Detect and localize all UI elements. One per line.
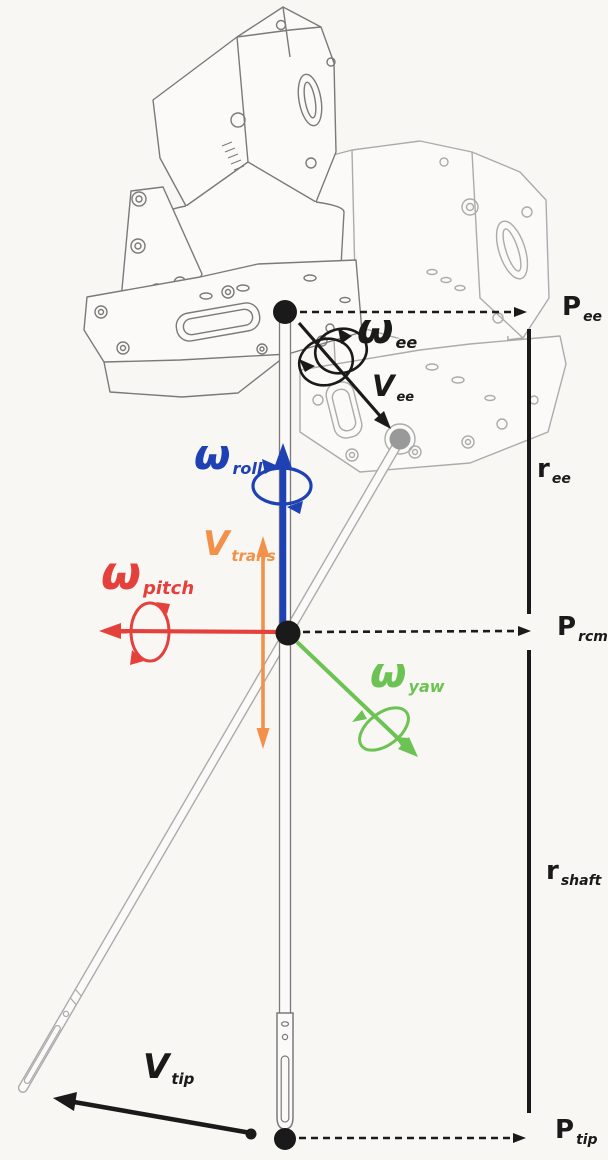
label-p-ee-main: P: [562, 292, 582, 322]
label-v-trans-main: V: [203, 524, 230, 564]
label-r-shaft-sub: shaft: [560, 872, 602, 889]
label-omega-roll-sub: roll: [232, 458, 263, 478]
rcm-point: [275, 620, 301, 646]
yaw-arrow: [295, 640, 418, 757]
label-p-tip-sub: tip: [576, 1131, 598, 1148]
p-ee-dashed-arrow: [300, 307, 527, 317]
label-r-shaft-main: r: [546, 856, 559, 886]
label-v-tip-main: V: [143, 1047, 170, 1087]
tip-velocity-arrow: [53, 1092, 257, 1140]
label-r-ee-main: r: [537, 454, 550, 484]
label-v-ee-sub: ee: [396, 390, 415, 406]
main-shaft: [276, 317, 294, 1130]
label-v-ee-main: V: [372, 369, 395, 403]
label-omega-ee-sub: ee: [395, 332, 418, 352]
label-omega-ee-main: ω: [357, 304, 394, 353]
instrument-housing-solid: [83, 6, 363, 398]
pitch-arrow: [99, 623, 289, 639]
p-tip-dashed-arrow: [299, 1133, 526, 1143]
roll-rotation-loop: [251, 459, 313, 514]
label-p-ee-sub: ee: [583, 308, 603, 325]
pitch-rotation-loop: [129, 601, 171, 665]
label-omega-pitch-main: ω: [101, 546, 141, 600]
label-p-tip-main: P: [555, 1115, 575, 1145]
label-p-rcm-main: P: [557, 612, 577, 642]
label-omega-pitch-sub: pitch: [142, 578, 195, 600]
ghost-ee-point: [389, 428, 411, 450]
label-omega-yaw-sub: yaw: [408, 676, 445, 696]
tip-point: [274, 1128, 296, 1150]
label-omega-yaw-main: ω: [370, 648, 407, 697]
label-p-rcm-sub: rcm: [578, 628, 608, 645]
label-omega-roll-main: ω: [194, 430, 231, 479]
label-v-trans-sub: trans: [231, 547, 276, 566]
label-v-tip-sub: tip: [171, 1070, 195, 1089]
ee-rotation-loop: [297, 327, 369, 387]
trans-arrow: [256, 536, 270, 749]
label-r-ee-sub: ee: [551, 470, 571, 487]
ee-point: [273, 300, 297, 324]
instrument-housing-ghost: [299, 140, 567, 473]
p-rcm-dashed-arrow: [302, 626, 531, 636]
yaw-rotation-loop: [352, 706, 410, 752]
roll-arrow: [274, 443, 292, 630]
ee-velocity-arrow: [297, 321, 391, 429]
